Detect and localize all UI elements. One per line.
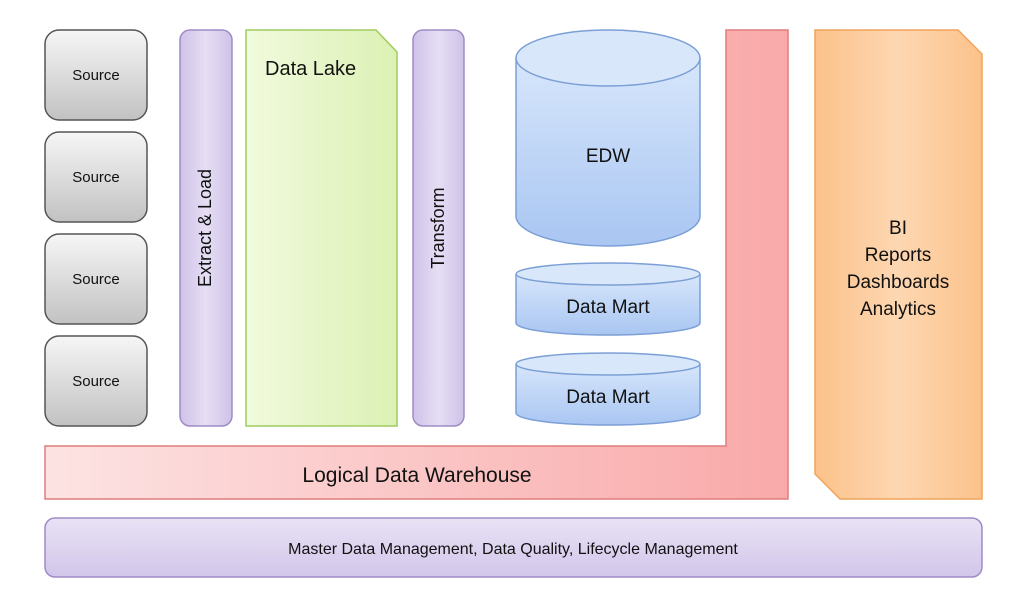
source-box-1: Source [44, 29, 148, 121]
source-label-3: Source [72, 271, 120, 288]
bi-label-line-2: Reports [865, 245, 932, 266]
transform-label: Transform [428, 187, 448, 268]
data-mart-label-1: Data Mart [566, 297, 650, 318]
source-box-4: Source [44, 335, 148, 427]
bi-label-line-3: Dashboards [847, 272, 949, 293]
master-data-bar: Master Data Management, Data Quality, Li… [44, 517, 983, 578]
bi-label-line-4: Analytics [860, 299, 936, 320]
extract-load-column: Extract & Load [179, 29, 233, 427]
edw-cylinder: EDW [515, 29, 701, 247]
source-box-2: Source [44, 131, 148, 223]
bi-column: BI Reports Dashboards Analytics [814, 29, 983, 500]
source-label-2: Source [72, 169, 120, 186]
logical-data-warehouse-label: Logical Data Warehouse [302, 464, 531, 487]
source-label-1: Source [72, 67, 120, 84]
data-lake-label: Data Lake [265, 58, 356, 80]
source-label-4: Source [72, 373, 120, 390]
source-box-3: Source [44, 233, 148, 325]
master-data-label: Master Data Management, Data Quality, Li… [288, 541, 738, 558]
logical-data-warehouse-band: Logical Data Warehouse [44, 29, 789, 500]
extract-load-label: Extract & Load [195, 169, 215, 287]
data-mart-label-2: Data Mart [566, 387, 650, 408]
transform-column: Transform [412, 29, 465, 427]
data-mart-cylinder-1: Data Mart [515, 262, 701, 336]
edw-label: EDW [586, 146, 630, 167]
data-lake-box: Data Lake [245, 29, 398, 427]
data-mart-cylinder-2: Data Mart [515, 352, 701, 426]
bi-label-line-1: BI [889, 218, 907, 239]
